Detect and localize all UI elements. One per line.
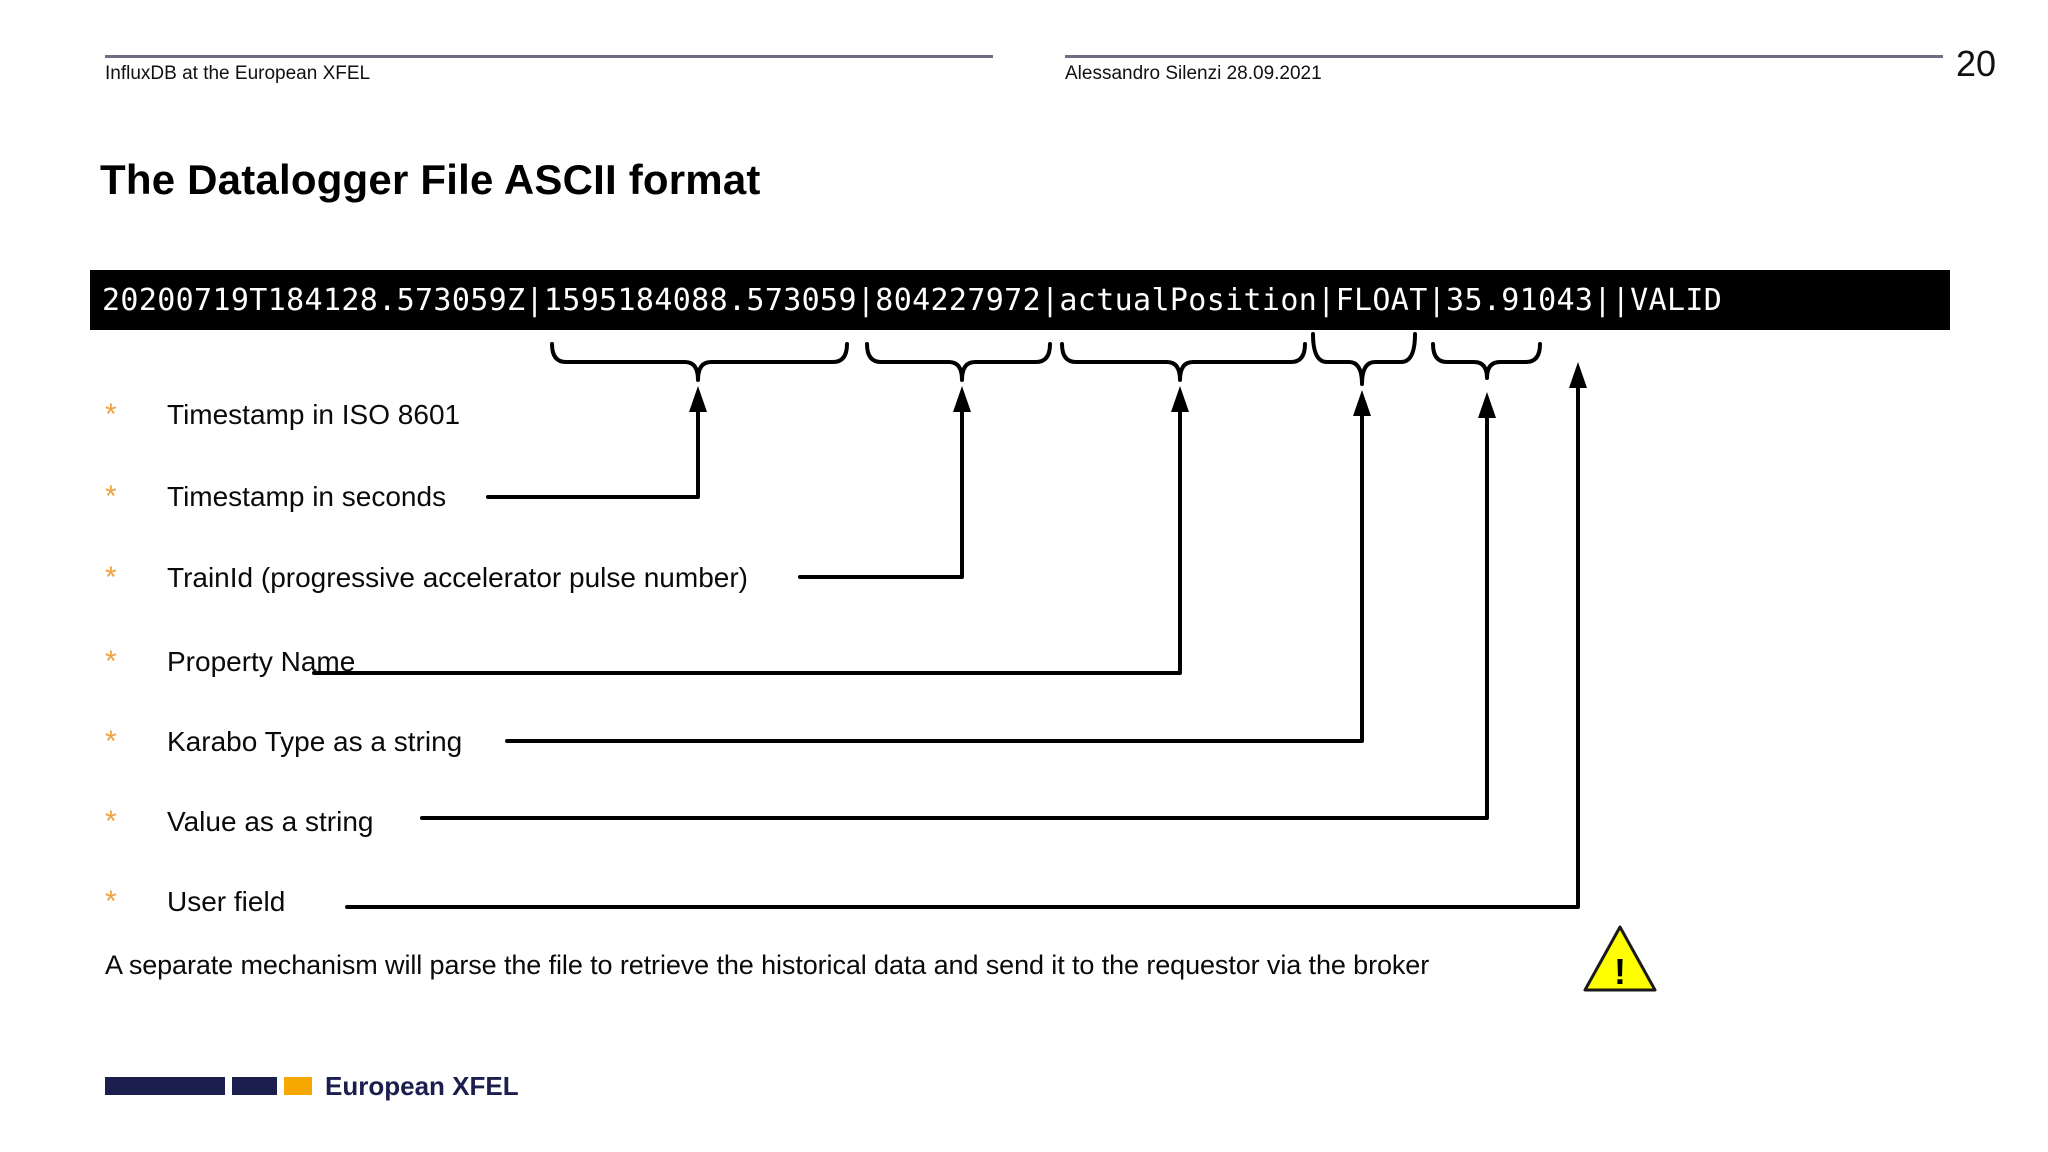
underbrace-karabo-type: [1311, 332, 1417, 386]
connector-value: [420, 414, 1489, 820]
bullet-label: Property Name: [167, 646, 356, 677]
asterisk-bullet-icon: *: [105, 398, 117, 431]
bullet-label: Timestamp in seconds: [167, 481, 447, 512]
asterisk-bullet-icon: *: [105, 885, 117, 918]
arrowhead-user-field-icon: [1569, 362, 1587, 388]
asterisk-bullet-icon: *: [105, 725, 117, 758]
warning-triangle-icon: !: [1583, 925, 1657, 992]
bullet-property-name: * Property Name: [105, 642, 355, 682]
connector-property-name: [312, 408, 1182, 675]
underbrace-timestamp-seconds: [550, 342, 849, 382]
underbrace-value: [1431, 342, 1542, 380]
underbrace-property-name: [1060, 342, 1307, 382]
warning-exclamation: !: [1614, 951, 1626, 992]
presentation-title: InfluxDB at the European XFEL: [105, 63, 371, 84]
arrowhead-property-name-icon: [1171, 386, 1189, 412]
asterisk-bullet-icon: *: [105, 480, 117, 513]
slide-title: The Datalogger File ASCII format: [100, 156, 761, 203]
bullet-label: User field: [167, 886, 286, 917]
header-rule-right: [1065, 55, 1943, 58]
bullet-label: Value as a string: [167, 806, 374, 837]
log-line-banner: 20200719T184128.573059Z|1595184088.57305…: [90, 270, 1950, 330]
author-date: Alessandro Silenzi 28.09.2021: [1065, 63, 1322, 84]
connector-user-field: [345, 384, 1580, 909]
connector-timestamp-seconds: [486, 408, 700, 499]
asterisk-bullet-icon: *: [105, 805, 117, 838]
asterisk-bullet-icon: *: [105, 645, 117, 678]
arrowhead-train-id-icon: [953, 386, 971, 412]
page-number: 20: [1956, 43, 1997, 84]
bullet-user-field: * User field: [105, 882, 285, 922]
underbrace-train-id: [865, 342, 1052, 382]
logo-bar-long: [105, 1077, 225, 1095]
bullet-timestamp-iso: * Timestamp in ISO 8601: [105, 395, 460, 435]
bullet-karabo-type: * Karabo Type as a string: [105, 722, 462, 762]
header-rule-left: [105, 55, 993, 58]
log-line-text: 20200719T184128.573059Z|1595184088.57305…: [102, 282, 1723, 318]
arrowhead-karabo-type-icon: [1353, 390, 1371, 416]
bullet-train-id: * TrainId (progressive accelerator pulse …: [105, 558, 748, 598]
bullet-label: TrainId (progressive accelerator pulse n…: [167, 562, 748, 593]
brand-name: European XFEL: [325, 1071, 519, 1101]
arrowhead-timestamp-seconds-icon: [689, 386, 707, 412]
bullet-label: Karabo Type as a string: [167, 726, 463, 757]
bullet-timestamp-seconds: * Timestamp in seconds: [105, 477, 446, 517]
logo-bar-medium: [232, 1077, 277, 1095]
logo-bar-orange: [284, 1077, 312, 1095]
note-text: A separate mechanism will parse the file…: [105, 950, 1430, 980]
bullet-label: Timestamp in ISO 8601: [167, 399, 461, 430]
asterisk-bullet-icon: *: [105, 561, 117, 594]
arrowhead-value-icon: [1478, 392, 1496, 418]
bullet-value: * Value as a string: [105, 802, 374, 842]
connector-train-id: [798, 408, 964, 579]
